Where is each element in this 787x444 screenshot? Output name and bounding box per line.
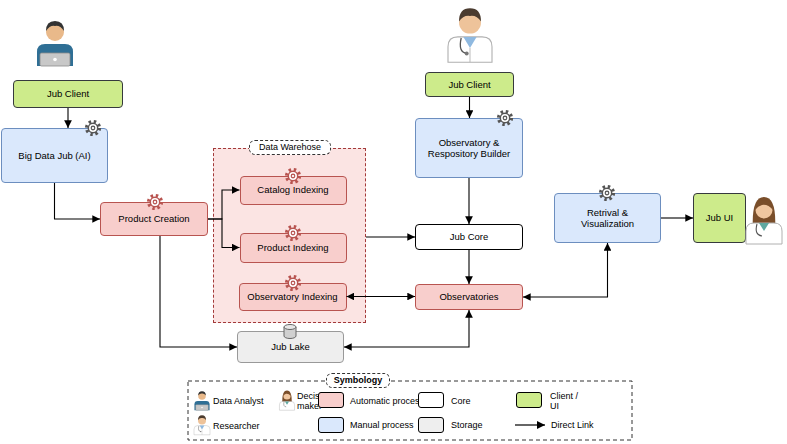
automatic-process-box: Product Creation bbox=[100, 202, 208, 236]
client-box: Jub Client bbox=[13, 80, 123, 108]
client-box: Jub UI bbox=[693, 193, 746, 243]
node-label: Jub UI bbox=[706, 212, 733, 223]
core-box: Jub Core bbox=[415, 224, 523, 250]
region-title: Data Warehose bbox=[249, 140, 331, 155]
legend-label: Automatic process bbox=[350, 396, 425, 406]
legend-label: Client / UI bbox=[550, 391, 584, 412]
researcher-icon bbox=[448, 8, 492, 62]
legend-decision-maker-icon bbox=[279, 391, 294, 411]
legend-analyst-icon bbox=[194, 391, 209, 410]
node-label: Observatory & Respository Builder bbox=[422, 137, 516, 160]
direct-link bbox=[468, 178, 469, 224]
manual-process-box: Retrival & Visualization bbox=[554, 193, 661, 243]
direct-link bbox=[55, 183, 101, 219]
node-label: Observatory Indexing bbox=[247, 291, 337, 302]
legend-researcher-icon bbox=[194, 415, 210, 435]
node-label: Jub Client bbox=[47, 88, 89, 99]
legend-border bbox=[188, 381, 632, 440]
automatic-process-box: Observatories bbox=[415, 284, 523, 310]
node-label: Product Creation bbox=[118, 213, 189, 224]
storage-box: Jub Lake bbox=[237, 331, 344, 363]
direct-link bbox=[469, 97, 470, 118]
legend-title: Symbology bbox=[326, 373, 390, 388]
data-analyst-icon bbox=[37, 21, 73, 66]
person-icons bbox=[37, 8, 782, 244]
legend-swatch bbox=[318, 417, 344, 433]
automatic-process-box: Observatory Indexing bbox=[239, 283, 347, 311]
direct-link bbox=[523, 243, 608, 297]
node-label: Observatories bbox=[439, 291, 498, 302]
legend-label: Manual process bbox=[350, 420, 425, 430]
legend-label: Core bbox=[451, 396, 491, 406]
legend-label: Direct Link bbox=[551, 420, 611, 430]
legend-swatch bbox=[318, 392, 344, 408]
node-label: Jub Lake bbox=[271, 341, 310, 352]
direct-link bbox=[468, 250, 469, 284]
automatic-process-box: Catalog Indexing bbox=[240, 176, 347, 205]
legend-swatch bbox=[516, 392, 542, 408]
direct-link bbox=[67, 108, 68, 128]
legend-link-sample bbox=[515, 424, 545, 425]
warehouse-region: Data WarehoseCatalog IndexingProduct Ind… bbox=[213, 148, 366, 323]
manual-process-box: Big Data Jub (AI) bbox=[1, 128, 108, 183]
legend-label: Data Analyst bbox=[213, 396, 275, 406]
automatic-process-box: Product Indexing bbox=[240, 233, 347, 263]
legend-swatch bbox=[418, 417, 444, 433]
manual-process-box: Observatory & Respository Builder bbox=[415, 118, 523, 178]
node-label: Jub Core bbox=[450, 231, 489, 242]
client-box: Jub Client bbox=[425, 72, 514, 97]
storage-cylinder-top bbox=[284, 325, 296, 330]
node-label: Product Indexing bbox=[257, 242, 328, 253]
direct-link bbox=[366, 236, 415, 237]
connectors bbox=[55, 97, 694, 347]
decision-maker-icon bbox=[746, 197, 782, 244]
legend-label: Researcher bbox=[213, 421, 275, 431]
direct-link bbox=[661, 217, 693, 218]
legend-frame bbox=[188, 381, 632, 440]
node-label: Catalog Indexing bbox=[257, 184, 328, 195]
node-label: Jub Client bbox=[448, 79, 490, 90]
node-label: Retrival & Visualization bbox=[561, 207, 654, 230]
legend-label: Storage bbox=[451, 420, 496, 430]
legend-swatch bbox=[418, 392, 444, 408]
node-label: Big Data Jub (AI) bbox=[18, 150, 90, 161]
